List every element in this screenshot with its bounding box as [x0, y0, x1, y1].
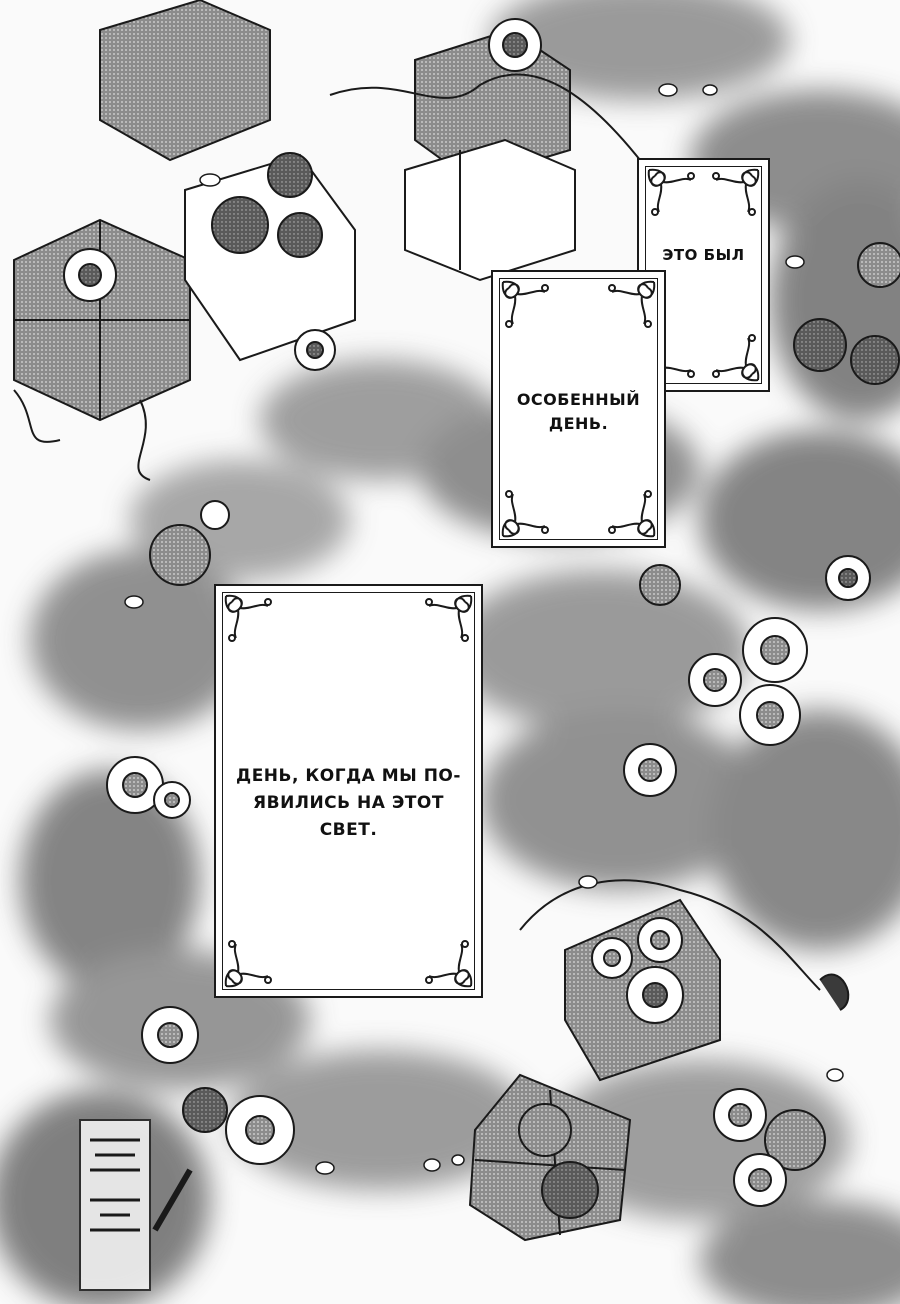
caption-text-line1: ОСОБЕННЫЙ	[516, 390, 641, 409]
gift-boxes-top	[13, 0, 576, 422]
caption-frame-large: ДЕНЬ, КОГДА МЫ ПО- ЯВИЛИСЬ НА ЭТОТ СВЕТ.	[214, 584, 483, 998]
caption-frame-medium: ОСОБЕННЫЙ ДЕНЬ.	[491, 270, 666, 548]
caption-text-line1: ДЕНЬ, КОГДА МЫ ПО-	[236, 766, 461, 786]
corner-bottom-right-ornament	[608, 490, 656, 538]
corner-bottom-left-ornament	[224, 940, 272, 988]
corner-top-right-ornament	[712, 168, 760, 216]
caption-text: ЭТО БЫЛ	[662, 246, 745, 264]
caption-text-line2: ЯВИЛИСЬ НА ЭТОТ	[253, 793, 444, 813]
corner-top-left-ornament	[501, 280, 549, 328]
roses	[63, 18, 900, 1219]
corner-bottom-right-ornament	[425, 940, 473, 988]
corner-top-right-ornament	[608, 280, 656, 328]
corner-bottom-left-ornament	[501, 490, 549, 538]
ribbons	[13, 73, 850, 1011]
petals	[124, 83, 844, 1175]
caption-text-line2: ДЕНЬ.	[548, 414, 609, 433]
caption-text-line3: СВЕТ.	[319, 820, 378, 840]
scanlation-seal-icon	[79, 1119, 193, 1291]
corner-top-right-ornament	[425, 594, 473, 642]
corner-bottom-right-ornament	[712, 334, 760, 382]
corner-top-left-ornament	[647, 168, 695, 216]
corner-top-left-ornament	[224, 594, 272, 642]
